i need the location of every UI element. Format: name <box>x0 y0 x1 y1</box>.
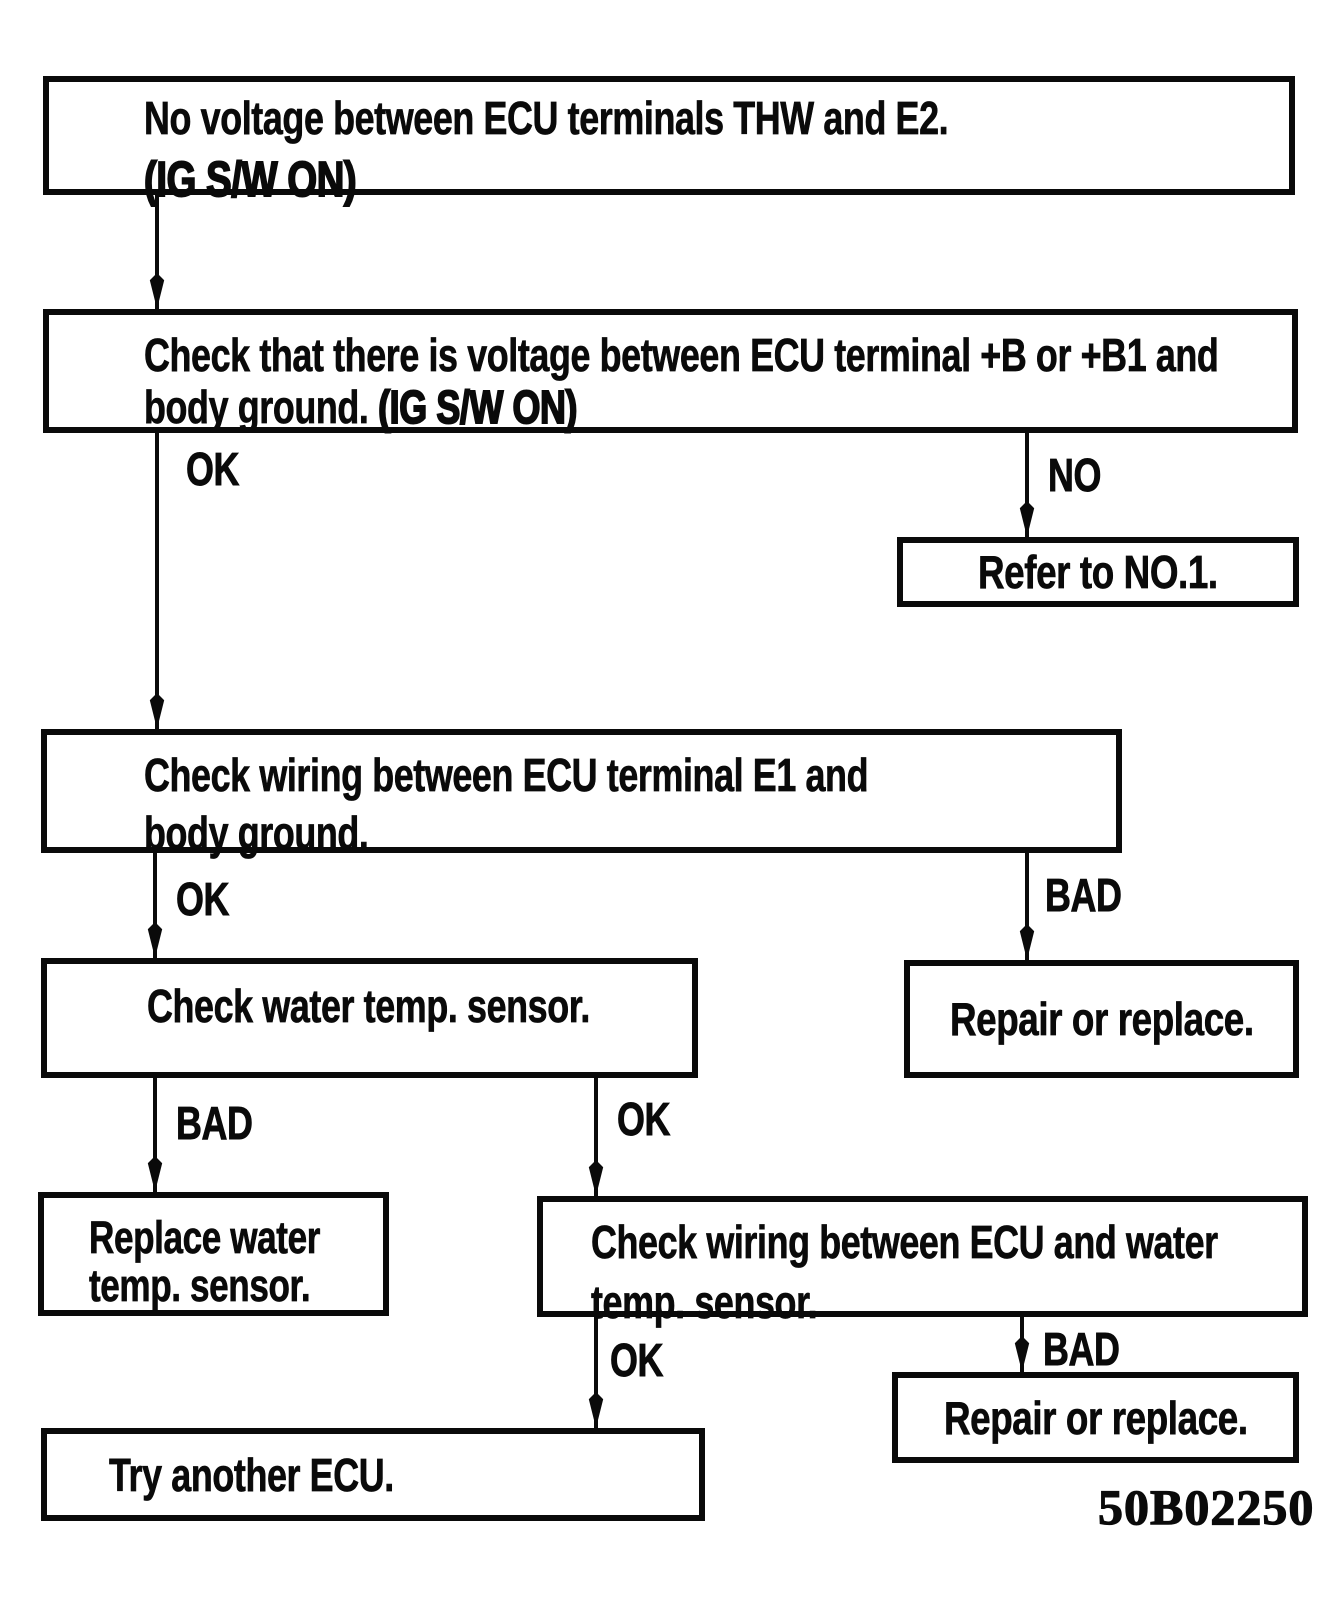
node-check-water-temp-sensor: Check water temp. sensor. <box>41 958 698 1078</box>
node-repair-or-replace-2-text: Repair or replace. <box>943 1391 1248 1444</box>
node-replace-water-temp-sensor-line1: Replace water <box>89 1212 321 1263</box>
connector-line <box>155 433 159 729</box>
node-refer-to-no1-text: Refer to NO.1. <box>978 546 1219 599</box>
arrow-down-icon <box>588 1392 604 1428</box>
connector-line <box>153 853 157 958</box>
node-replace-water-temp-sensor-line2: temp. sensor. <box>89 1260 311 1311</box>
node-check-voltage: Check that there is voltage between ECU … <box>43 309 1298 434</box>
arrow-down-icon <box>147 1156 163 1192</box>
connector-line <box>1025 853 1029 960</box>
node-check-voltage-line1: Check that there is voltage between ECU … <box>144 329 1219 382</box>
node-repair-or-replace-1-text: Repair or replace. <box>949 993 1254 1046</box>
edge-label-ok: OK <box>176 873 230 925</box>
arrow-down-icon <box>149 273 165 309</box>
node-check-wiring-e1-line2: body ground. <box>144 807 369 860</box>
edge-label-ok: OK <box>617 1093 671 1145</box>
arrow-down-icon <box>147 922 163 958</box>
arrow-down-icon <box>1019 501 1035 537</box>
node-refer-to-no1: Refer to NO.1. <box>897 537 1299 607</box>
node-check-voltage-line2: body ground. (IG S/W ON) <box>144 380 579 434</box>
edge-label-bad: BAD <box>1045 869 1123 921</box>
node-check-wiring-e1: Check wiring between ECU terminal E1 and… <box>41 729 1122 859</box>
arrow-down-icon <box>149 693 165 729</box>
node-check-wiring-water-temp: Check wiring between ECU and water temp.… <box>537 1196 1308 1328</box>
node-replace-water-temp-sensor: Replace water temp. sensor. <box>38 1192 389 1316</box>
node-no-voltage-line1: No voltage between ECU terminals THW and… <box>144 92 949 145</box>
connector-line <box>594 1317 598 1428</box>
connector-line <box>155 195 159 309</box>
node-no-voltage-line2: (IG S/W ON) <box>143 153 357 207</box>
arrow-down-icon <box>1014 1336 1030 1372</box>
connector-line <box>1025 433 1029 537</box>
node-check-water-temp-sensor-text: Check water temp. sensor. <box>147 980 591 1033</box>
node-repair-or-replace-1: Repair or replace. <box>904 960 1299 1078</box>
node-try-another-ecu: Try another ECU. <box>41 1428 705 1521</box>
connector-line <box>594 1078 598 1196</box>
node-repair-or-replace-2: Repair or replace. <box>892 1372 1299 1463</box>
edge-label-ok: OK <box>186 443 240 495</box>
edge-label-no: NO <box>1048 449 1102 501</box>
node-try-another-ecu-text: Try another ECU. <box>109 1448 395 1501</box>
node-no-voltage: No voltage between ECU terminals THW and… <box>43 76 1295 207</box>
figure-code: 50B02250 <box>1097 1479 1315 1535</box>
arrow-down-icon <box>588 1160 604 1196</box>
node-check-wiring-e1-line1: Check wiring between ECU terminal E1 and <box>144 749 869 802</box>
node-check-wiring-water-temp-line2: temp. sensor. <box>591 1276 818 1329</box>
edge-label-bad: BAD <box>1043 1323 1121 1375</box>
edge-label-bad: BAD <box>176 1097 254 1149</box>
edge-label-ok: OK <box>610 1334 664 1386</box>
connector-line <box>153 1078 157 1192</box>
arrow-down-icon <box>1019 924 1035 960</box>
node-check-wiring-water-temp-line1: Check wiring between ECU and water <box>591 1216 1219 1269</box>
